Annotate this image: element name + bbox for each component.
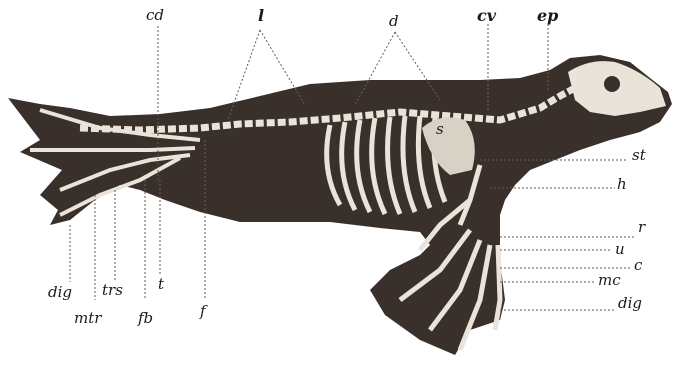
label-h: h xyxy=(617,177,627,192)
label-st: st xyxy=(632,148,646,163)
label-c: c xyxy=(634,258,642,273)
label-t: t xyxy=(158,277,164,292)
label-f: f xyxy=(200,304,206,319)
label-cv: cv xyxy=(477,8,496,24)
label-mtr: mtr xyxy=(74,311,101,326)
label-s: s xyxy=(436,122,444,137)
label-mc: mc xyxy=(598,273,621,288)
label-dig-fore: dig xyxy=(618,296,642,311)
label-dig-hind: dig xyxy=(48,285,72,300)
label-r: r xyxy=(638,220,645,235)
label-ep: ep xyxy=(537,8,558,24)
label-d: d xyxy=(389,14,399,29)
orbit xyxy=(604,76,620,92)
label-l: l xyxy=(258,8,264,24)
label-fb: fb xyxy=(138,311,153,326)
label-trs: trs xyxy=(102,283,123,298)
label-cd: cd xyxy=(146,8,164,23)
label-u: u xyxy=(615,242,625,257)
